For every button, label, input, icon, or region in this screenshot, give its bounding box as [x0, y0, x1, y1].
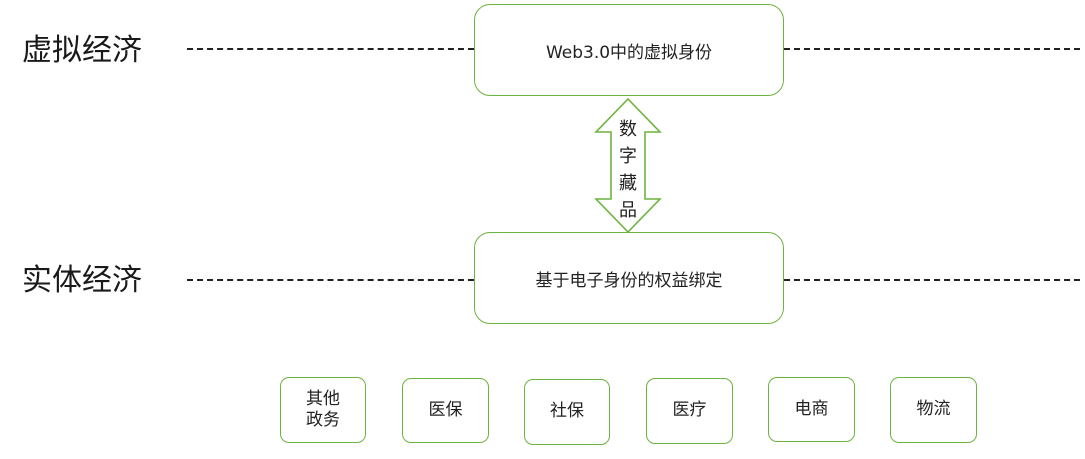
sector-ecommerce: 电商	[768, 377, 855, 442]
sector-medical-insurance: 医保	[402, 378, 489, 443]
arrow-label-1: 数	[619, 119, 637, 140]
arrow-label-2: 字	[619, 146, 637, 167]
physical-dash-left	[187, 279, 474, 281]
arrow-label-3: 藏	[619, 173, 637, 194]
physical-economy-label: 实体经济	[22, 263, 142, 298]
rights-binding-box: 基于电子身份的权益绑定	[474, 232, 784, 324]
virtual-identity-text: Web3.0中的虚拟身份	[545, 42, 713, 63]
virtual-dash-left	[187, 48, 474, 50]
physical-dash-right	[784, 279, 1080, 281]
virtual-economy-label: 虚拟经济	[22, 33, 142, 68]
sector-social-security: 社保	[524, 379, 610, 445]
sector-logistics: 物流	[890, 377, 977, 443]
sector-healthcare: 医疗	[646, 378, 733, 444]
rights-binding-text: 基于电子身份的权益绑定	[535, 270, 723, 291]
sector-other-government: 其他 政务	[280, 377, 366, 443]
arrow-label-4: 品	[619, 200, 637, 221]
virtual-dash-right	[784, 48, 1080, 50]
virtual-identity-box: Web3.0中的虚拟身份	[474, 4, 784, 96]
